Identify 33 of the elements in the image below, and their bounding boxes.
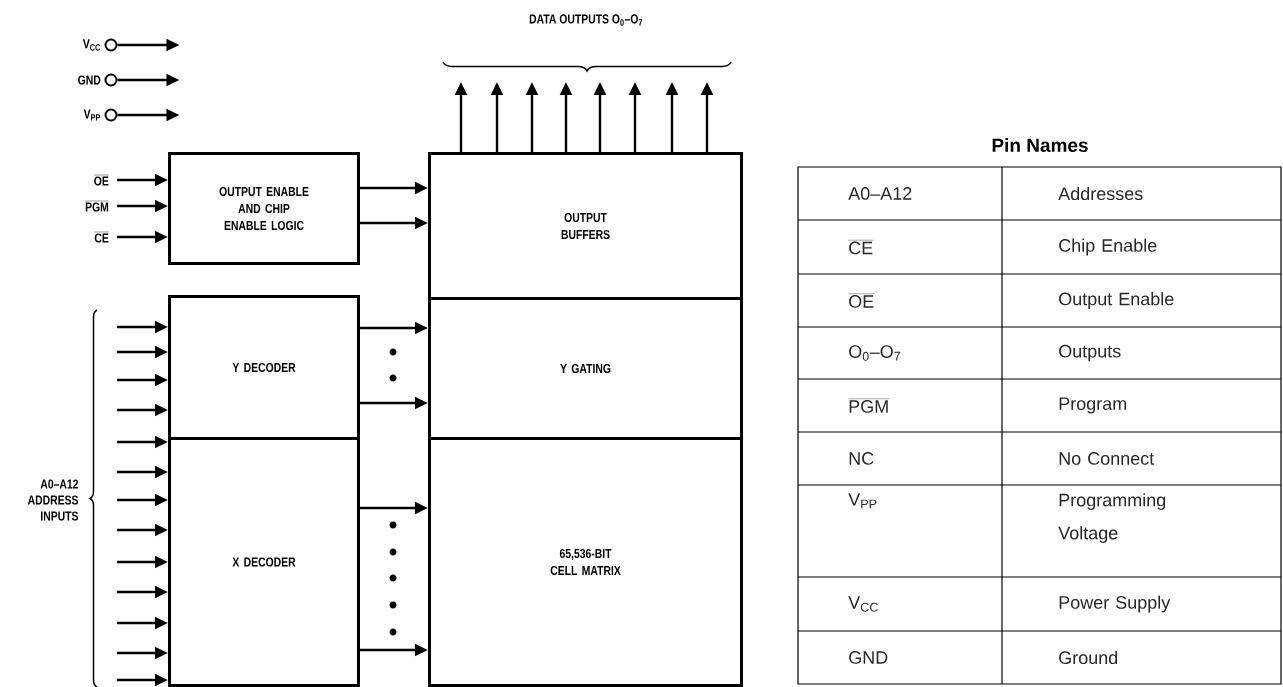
- pin-label: V$_{CC}$: [82, 39, 101, 51]
- table-cell: Program: [1059, 397, 1127, 414]
- block-box: Y GATING: [428, 297, 743, 440]
- table-cell: Chip Enable: [1059, 238, 1157, 256]
- table-cell: O$_{0}$–O$_{7}$: [849, 345, 901, 361]
- table-cell: Addresses: [1058, 186, 1143, 201]
- table-cell: GND: [849, 651, 888, 664]
- table-cell: PGM: [848, 398, 890, 413]
- table-cell: OE: [848, 293, 875, 308]
- bus-label: A0–A12 ADDRESS INPUTS: [27, 479, 79, 521]
- table-title: Pin Names: [992, 138, 1088, 152]
- table-cell: Output Enable: [1059, 292, 1174, 309]
- block-box: 65,536-BIT CELL MATRIX: [428, 437, 743, 687]
- table-cell: CE: [848, 240, 874, 255]
- pin-label: PGM: [84, 200, 109, 212]
- table-cell: NC: [849, 452, 874, 465]
- table-cell: No Connect: [1059, 452, 1155, 465]
- pin-label: CE: [94, 231, 109, 243]
- table-cell: Ground: [1059, 650, 1118, 665]
- bus-label: DATA OUTPUTS O$_{0}$–O$_{7}$: [529, 14, 643, 26]
- block-box: Y DECODER: [168, 295, 360, 440]
- table-cell: V$_{PP}$: [848, 493, 877, 509]
- block-box: X DECODER: [168, 437, 360, 687]
- pin-label: GND: [78, 75, 101, 85]
- table-cell: Power Supply: [1059, 595, 1171, 613]
- block-box: OUTPUT BUFFERS: [428, 152, 743, 300]
- pin-label: V$_{PP}$: [83, 109, 101, 121]
- block-box: OUTPUT ENABLE AND CHIP ENABLE LOGIC: [168, 152, 360, 265]
- table-cell: Programming Voltage: [1058, 493, 1166, 543]
- table-cell: A0–A12: [848, 187, 912, 200]
- table-cell: V$_{CC}$: [848, 596, 878, 612]
- table-cell: Outputs: [1059, 344, 1121, 362]
- pin-label: OE: [93, 174, 109, 186]
